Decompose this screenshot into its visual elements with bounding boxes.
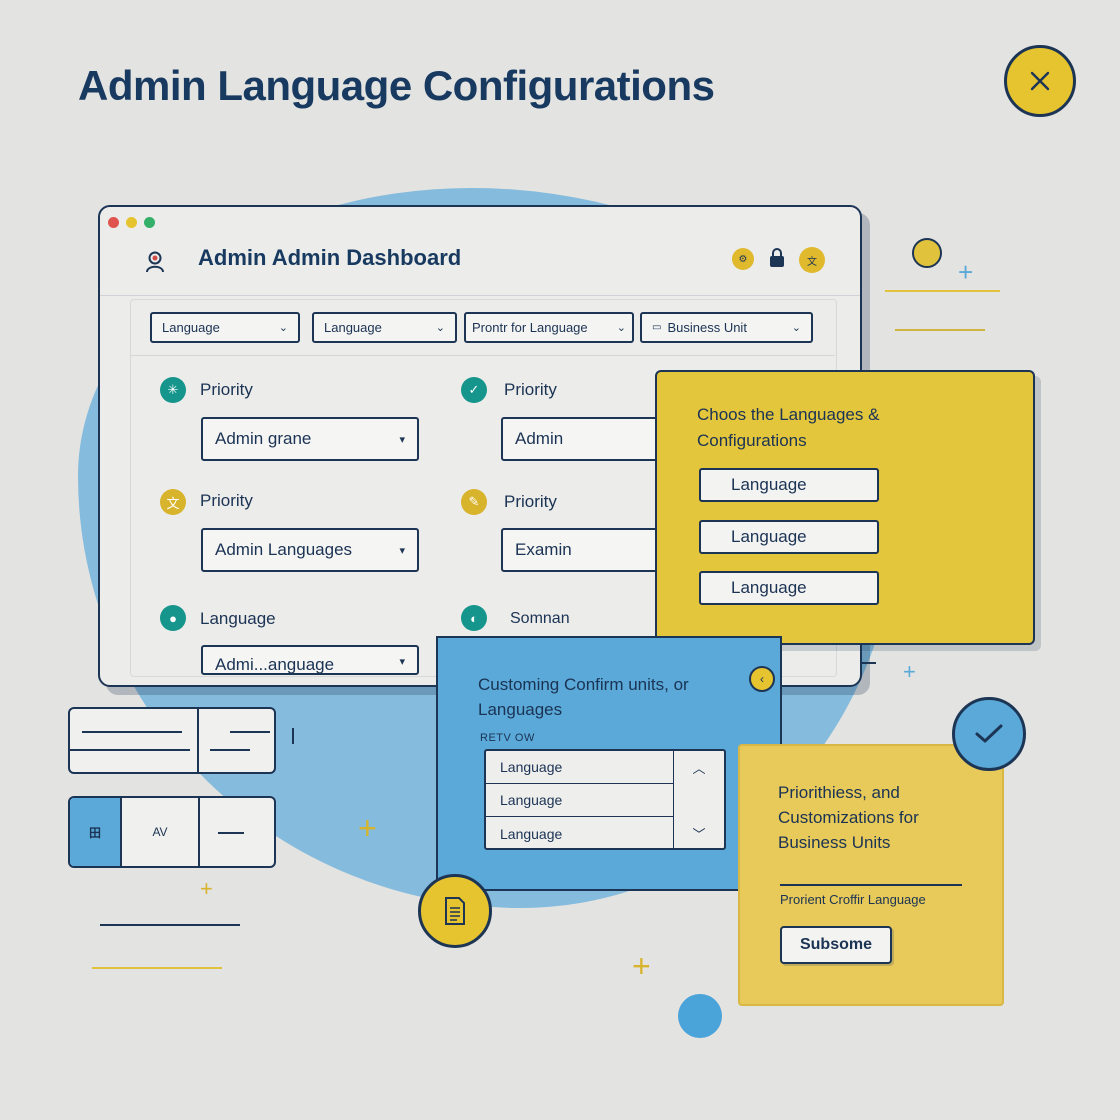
- chevron-down-icon: ▾: [399, 433, 405, 446]
- business-units-card: Priorithiess, and Customizations for Bus…: [738, 744, 1004, 1006]
- placeholder-line: [218, 832, 244, 834]
- submit-button[interactable]: Subsome: [780, 926, 892, 964]
- window-close-dot[interactable]: [108, 217, 119, 228]
- card-heading: Customing Confirm units, or Languages: [478, 675, 689, 719]
- user-icon: [144, 250, 166, 279]
- card-subtitle: Prorient Croffir Language: [780, 892, 926, 907]
- priority-select[interactable]: Examin: [501, 528, 681, 572]
- language-option-button[interactable]: Language: [699, 571, 879, 605]
- customization-card: Customing Confirm units, or Languages RE…: [436, 636, 782, 891]
- placeholder-line: [230, 731, 270, 733]
- field-label: Language: [200, 609, 276, 628]
- grid-icon: 田: [70, 798, 122, 866]
- decor-circle-blue: [678, 994, 722, 1038]
- close-icon: [1030, 71, 1050, 91]
- back-arrow-icon[interactable]: ‹: [749, 666, 775, 692]
- placeholder-line: [210, 749, 250, 751]
- leaf-icon: ◐: [461, 605, 487, 631]
- widget-label: AV: [152, 825, 168, 839]
- settings-icon[interactable]: ⚙: [732, 248, 754, 270]
- business-unit-dropdown[interactable]: ▭ Business Unit ⌄: [640, 312, 813, 343]
- close-button[interactable]: [1004, 45, 1076, 117]
- dropdown-label: Prontr for Language: [472, 320, 588, 335]
- decor-tick: [292, 728, 294, 744]
- priority-select[interactable]: Admin: [501, 417, 681, 461]
- translate-icon[interactable]: 文: [799, 247, 825, 273]
- chevron-down-icon: ▾: [399, 544, 405, 557]
- language-option-button[interactable]: Language: [699, 520, 879, 554]
- field-label: Somnan: [510, 610, 570, 627]
- field-label: Priority: [504, 492, 557, 511]
- scroll-down-icon[interactable]: ﹀: [692, 827, 706, 842]
- decor-circle-yellow: [912, 238, 942, 268]
- window-title: Admin Admin Dashboard: [198, 245, 462, 270]
- list-item[interactable]: Language: [486, 751, 674, 784]
- document-button[interactable]: [418, 874, 492, 948]
- language-option-button[interactable]: Language: [699, 468, 879, 502]
- decor-line: [895, 329, 985, 331]
- document-icon: [445, 897, 465, 925]
- language-list: Language Language Language ︿ ﹀: [484, 749, 726, 850]
- chevron-down-icon: ⌄: [616, 322, 626, 334]
- field-label: Priority: [200, 380, 253, 399]
- filter-divider: [130, 355, 835, 356]
- select-value: Admin: [515, 429, 564, 448]
- priority-select[interactable]: Admin Languages ▾: [201, 528, 419, 572]
- decor-plus: +: [200, 876, 213, 901]
- chevron-down-icon: ▾: [399, 656, 405, 668]
- dropdown-label: Language: [162, 320, 220, 335]
- user-circle-icon: ●: [160, 605, 186, 631]
- field-label: Priority: [504, 380, 557, 399]
- chevron-down-icon: ⌄: [791, 322, 801, 334]
- field-label: Priority: [200, 491, 253, 510]
- check-icon: ✓: [461, 377, 487, 403]
- chevron-down-icon: ⌄: [278, 322, 288, 334]
- decor-plus: +: [958, 257, 974, 287]
- select-value: Admin Languages: [215, 540, 353, 559]
- status-widget[interactable]: [68, 707, 276, 774]
- placeholder-line: [82, 731, 182, 733]
- language-configuration-card: Choos the Languages & Configurations Lan…: [655, 370, 1035, 645]
- page-title: Admin Language Configurations: [78, 62, 715, 109]
- header-divider: [100, 295, 860, 296]
- window-minimize-dot[interactable]: [126, 217, 137, 228]
- list-item[interactable]: Language: [486, 784, 674, 817]
- divider: [198, 798, 200, 866]
- decor-plus: +: [632, 948, 651, 984]
- edit-icon: ✎: [461, 489, 487, 515]
- card-heading: Choos the Languages & Configurations: [697, 405, 880, 450]
- priority-filter-dropdown[interactable]: Prontr for Language ⌄: [464, 312, 634, 343]
- scroll-up-icon[interactable]: ︿: [692, 761, 706, 776]
- window-maximize-dot[interactable]: [144, 217, 155, 228]
- decor-line: [100, 924, 240, 926]
- language-filter-dropdown[interactable]: Language ⌄: [312, 312, 457, 343]
- dropdown-label: Business Unit: [667, 320, 747, 335]
- decor-line: [92, 967, 222, 969]
- chevron-down-icon: ⌄: [435, 322, 445, 334]
- priority-select[interactable]: Admin grane ▾: [201, 417, 419, 461]
- decor-line: [885, 290, 1000, 292]
- select-value: Admin grane: [215, 429, 312, 448]
- dropdown-label: Language: [324, 320, 382, 335]
- card-heading: Priorithiess, and Customizations for Bus…: [778, 783, 919, 852]
- decor-line: [860, 662, 876, 664]
- divider: [197, 709, 199, 772]
- translate-icon: 文: [160, 489, 186, 515]
- decor-plus: +: [358, 810, 377, 846]
- sparkle-icon: ✳: [160, 377, 186, 403]
- language-filter-dropdown[interactable]: Language ⌄: [150, 312, 300, 343]
- building-icon: ▭: [652, 322, 662, 333]
- select-value: Admi...anguage: [215, 655, 335, 674]
- select-value: Examin: [515, 540, 572, 559]
- language-widget[interactable]: 田 AV: [68, 796, 276, 868]
- check-icon: [975, 724, 1003, 743]
- list-item[interactable]: Language: [486, 817, 674, 850]
- decor-plus: +: [903, 659, 916, 684]
- lock-icon[interactable]: [768, 247, 786, 274]
- divider: [780, 884, 962, 886]
- confirm-button[interactable]: [952, 697, 1026, 771]
- card-subtitle: RETV OW: [480, 732, 535, 744]
- placeholder-line: [70, 749, 190, 751]
- language-select[interactable]: Admi...anguage ▾: [201, 645, 419, 675]
